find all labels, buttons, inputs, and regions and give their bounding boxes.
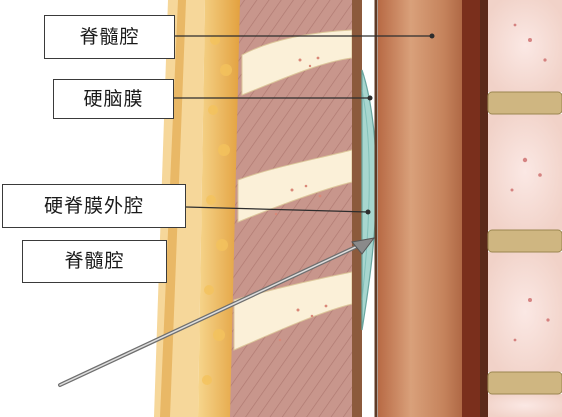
vertebra — [488, 114, 562, 230]
vertebra — [488, 0, 562, 92]
label-spinal-canal-bottom: 脊髓腔 — [22, 240, 167, 283]
vertebra — [488, 252, 562, 372]
vertebra — [488, 394, 562, 417]
spinal-cord — [378, 0, 472, 417]
label-dura-mater: 硬脑膜 — [53, 79, 174, 119]
ligament-strip — [352, 0, 362, 417]
label-spinal-canal-top: 脊髓腔 — [44, 15, 175, 59]
label-epidural-space: 硬脊膜外腔 — [2, 184, 186, 228]
